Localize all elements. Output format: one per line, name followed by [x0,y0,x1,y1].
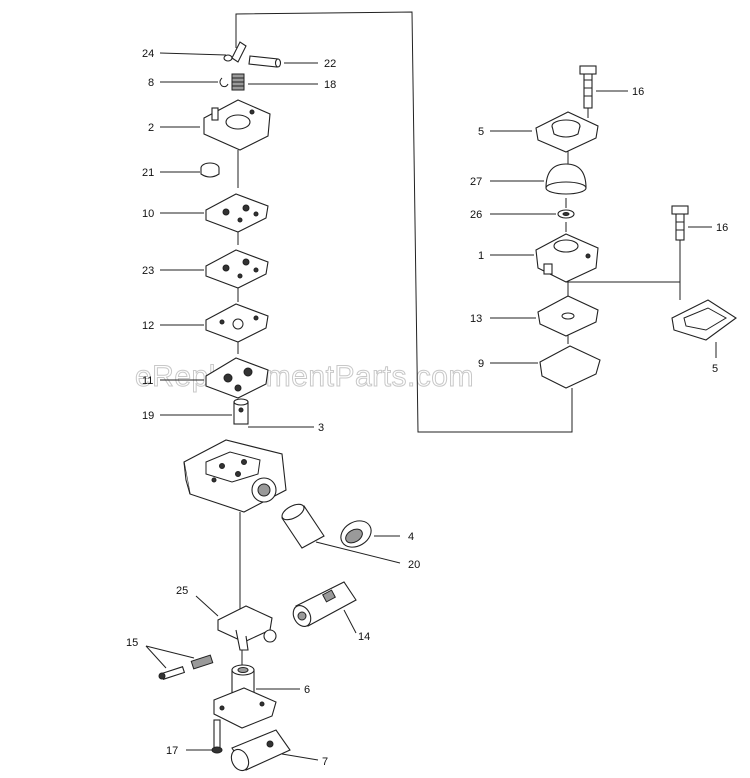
part-23-diaphragm [205,249,269,289]
assembly-axis-right [565,108,681,344]
callout-20: 20 [408,559,420,571]
callout-8: 8 [148,77,154,89]
part-1-pump-body [535,233,599,283]
part-6-choke [213,664,277,729]
part-4-cap [340,520,372,548]
callout-26: 26 [470,209,482,221]
part-17-screw [211,719,223,754]
part-8-clip [219,77,229,88]
callout-23: 23 [142,265,154,277]
part-12-gasket [205,303,269,343]
part-22-pin [248,55,282,68]
callout-labels: 24 22 8 18 2 21 10 23 12 11 19 3 4 20 25… [126,48,728,768]
watermark-text: eReplacementParts.com [135,360,474,393]
callout-5-top: 5 [478,126,484,138]
callout-22: 22 [324,58,336,70]
callout-6: 6 [304,684,310,696]
callout-4: 4 [408,531,414,543]
callout-16-top: 16 [632,86,644,98]
callout-5-right: 5 [712,363,718,375]
part-18-spring [231,73,245,91]
callout-24: 24 [142,48,154,60]
callout-14: 14 [358,631,370,643]
part-13-gasket [537,295,599,337]
part-20-tube [281,503,325,549]
callout-3: 3 [318,422,324,434]
callout-1: 1 [478,250,484,262]
part-5-side-gasket [671,299,737,341]
callout-21: 21 [142,167,154,179]
callout-25: 25 [176,585,188,597]
callout-27: 27 [470,176,482,188]
part-15-screw-spring [158,654,214,680]
part-25-lever [217,605,277,651]
part-5-pump-cover [535,111,599,153]
part-24-fitting [223,41,247,63]
part-9-diaphragm [539,345,601,389]
callout-18: 18 [324,79,336,91]
callout-13: 13 [470,313,482,325]
callout-9: 9 [478,358,484,370]
part-14-shaft [292,581,357,627]
part-7-shaft [230,729,291,772]
callout-10: 10 [142,208,154,220]
callout-19: 19 [142,410,154,422]
part-27-primer-bulb [545,163,587,195]
callout-15: 15 [126,637,138,649]
part-26-washer [557,209,575,219]
part-16-bolt [579,65,597,109]
callout-2: 2 [148,122,154,134]
callout-17: 17 [166,745,178,757]
part-16-bolt-2 [671,205,689,241]
part-carburetor-body [183,439,287,513]
part-2-cover [203,99,271,151]
part-11-diaphragm [205,357,269,399]
part-19-valve [233,398,249,425]
callout-7: 7 [322,756,328,768]
part-21-cup [200,162,220,178]
callout-16-right: 16 [716,222,728,234]
leader-lines [145,52,717,761]
callout-12: 12 [142,320,154,332]
part-10-gasket [205,193,269,233]
connection-bracket [235,11,573,433]
callout-11: 11 [142,375,153,387]
